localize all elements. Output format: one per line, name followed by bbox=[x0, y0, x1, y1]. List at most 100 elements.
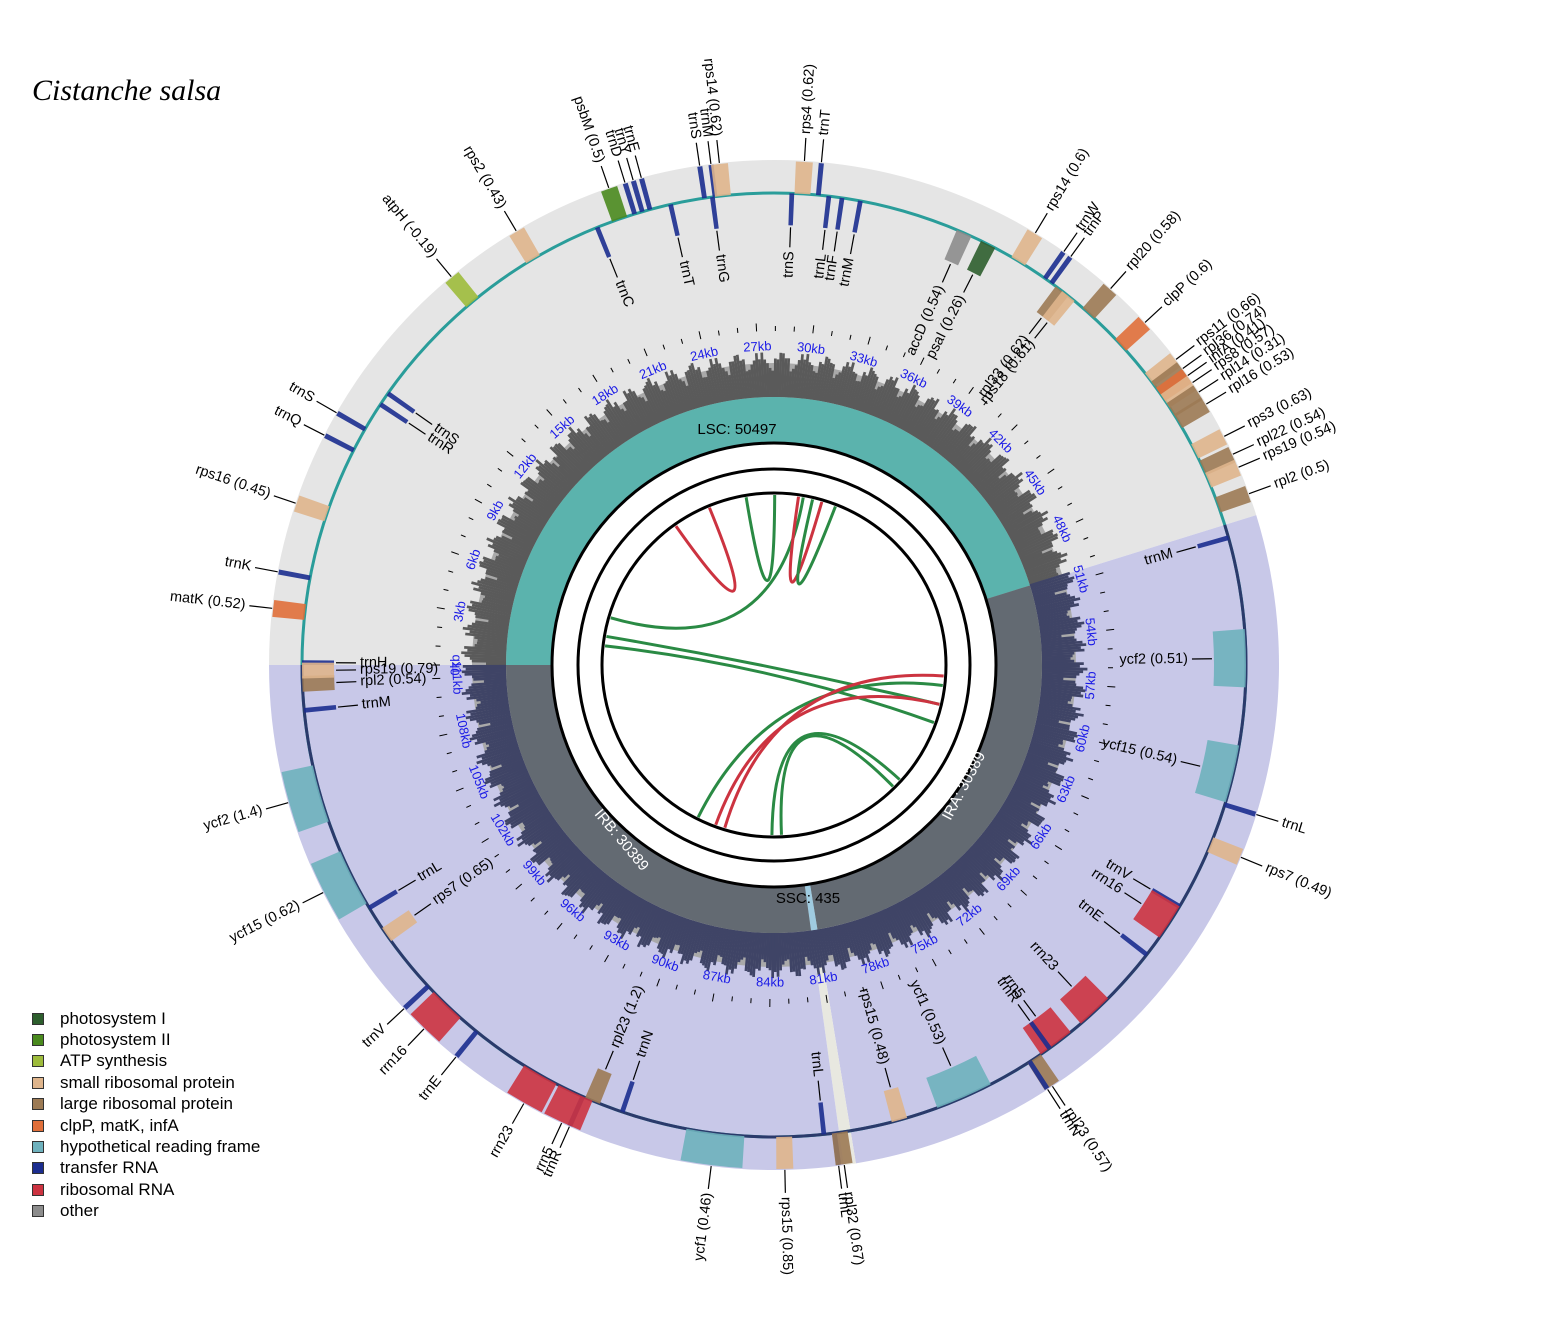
gene-block-72 bbox=[403, 984, 430, 1010]
legend-swatch bbox=[32, 1183, 44, 1196]
gc-bar-59 bbox=[514, 515, 542, 534]
gc-bar-89 bbox=[552, 445, 585, 478]
gc-bar-170 bbox=[748, 369, 754, 399]
gc-bar-309 bbox=[1015, 532, 1054, 552]
gc-bar-74 bbox=[526, 476, 562, 504]
gene-tick-73 bbox=[414, 903, 432, 916]
gc-bar-673 bbox=[489, 769, 529, 789]
gc-bar-339 bbox=[1037, 610, 1068, 619]
kb-label-18: 54kb bbox=[1082, 617, 1100, 647]
gc-bar-201 bbox=[822, 362, 833, 402]
gc-bar-50 bbox=[501, 535, 533, 552]
gc-bar-507 bbox=[847, 921, 862, 961]
gc-bar-670 bbox=[502, 775, 532, 792]
gc-bar-579 bbox=[669, 916, 685, 954]
gene-block-61 bbox=[831, 1131, 853, 1166]
gc-bar-323 bbox=[1028, 570, 1057, 583]
gc-bar-259 bbox=[944, 425, 974, 460]
legend-item: photosystem I bbox=[32, 1008, 260, 1029]
gc-bar-478 bbox=[909, 894, 933, 930]
gc-bar-634 bbox=[544, 845, 579, 877]
gc-bar-4 bbox=[461, 651, 507, 656]
kb-tick-74 bbox=[948, 949, 952, 955]
gc-bar-595 bbox=[634, 901, 651, 929]
repeat-ring-1 bbox=[576, 467, 972, 863]
gc-bar-349 bbox=[1040, 636, 1075, 642]
gc-bar-630 bbox=[556, 852, 585, 881]
gc-bar-549 bbox=[747, 931, 754, 973]
kb-tick-10 bbox=[486, 483, 492, 488]
legend-label: photosystem II bbox=[60, 1030, 171, 1050]
gene-tick-51 bbox=[1124, 892, 1142, 905]
gc-bar-405 bbox=[1020, 767, 1061, 787]
gc-bar-11 bbox=[465, 632, 508, 640]
gc-bar-100 bbox=[576, 428, 604, 460]
kb-tick-102 bbox=[481, 838, 489, 844]
gc-bar-403 bbox=[1022, 763, 1064, 782]
gc-bar-48 bbox=[493, 537, 531, 557]
gc-bar-8 bbox=[476, 641, 507, 647]
legend-label: clpP, matK, infA bbox=[60, 1115, 179, 1135]
gc-bar-305 bbox=[1011, 527, 1039, 544]
gc-bar-151 bbox=[697, 366, 710, 406]
gc-bar-645 bbox=[540, 826, 562, 844]
gene-label-75: ycf15 (0.62) bbox=[227, 897, 303, 946]
gene-label-44: rpl2 (0.5) bbox=[1272, 457, 1332, 492]
gene-tick-26 bbox=[941, 263, 952, 283]
gc-bar-640 bbox=[535, 835, 569, 864]
gene-tick-36 bbox=[1182, 354, 1202, 370]
kb-tick-37 bbox=[936, 368, 941, 374]
gc-bar-324 bbox=[1028, 572, 1059, 585]
gc-bar-75 bbox=[537, 481, 563, 502]
kb-tick-16 bbox=[562, 399, 567, 404]
gc-bar-58 bbox=[514, 518, 541, 536]
gc-bar-629 bbox=[562, 854, 587, 879]
gc-bar-197 bbox=[813, 361, 822, 401]
gc-bar-336 bbox=[1036, 601, 1075, 612]
gc-bar-40 bbox=[482, 556, 524, 574]
gc-bar-76 bbox=[538, 479, 565, 501]
gc-bar-704 bbox=[476, 699, 509, 707]
gc-bar-380 bbox=[1037, 711, 1076, 721]
gene-tick-61 bbox=[843, 1165, 849, 1188]
gc-bar-322 bbox=[1027, 567, 1057, 581]
gc-bar-118 bbox=[620, 408, 639, 436]
gc-bar-263 bbox=[951, 445, 971, 466]
gc-bar-377 bbox=[1038, 704, 1076, 713]
gene-block-5 bbox=[336, 411, 367, 432]
gc-bar-441 bbox=[976, 838, 1002, 862]
gc-bar-597 bbox=[626, 899, 647, 933]
gc-bar-559 bbox=[721, 928, 730, 965]
gc-bar-292 bbox=[996, 492, 1032, 518]
gc-bar-468 bbox=[929, 881, 952, 911]
gc-bar-85 bbox=[558, 465, 579, 485]
gc-bar-399 bbox=[1025, 754, 1049, 765]
legend-swatch bbox=[32, 1012, 44, 1025]
legend-item: ATP synthesis bbox=[32, 1051, 260, 1072]
legend-item: hypothetical reading frame bbox=[32, 1136, 260, 1157]
kb-label-19: 57kb bbox=[1082, 671, 1099, 700]
gene-block-58 bbox=[926, 1055, 991, 1108]
kb-tick-46 bbox=[1057, 486, 1063, 490]
gene-label-4: trnQ bbox=[272, 403, 304, 430]
gc-bar-216 bbox=[856, 367, 874, 411]
gc-bar-240 bbox=[907, 398, 931, 435]
gc-bar-596 bbox=[628, 900, 649, 935]
gc-bar-421 bbox=[1003, 800, 1042, 825]
gc-bar-134 bbox=[653, 381, 672, 419]
gc-bar-423 bbox=[1001, 804, 1029, 824]
kb-tick-79 bbox=[862, 986, 865, 992]
gene-block-74 bbox=[368, 889, 398, 910]
gc-bar-682 bbox=[481, 749, 521, 766]
gc-bar-428 bbox=[994, 814, 1030, 840]
gc-bar-453 bbox=[956, 859, 989, 894]
kb-tick-41 bbox=[997, 413, 1002, 418]
gc-bar-466 bbox=[933, 878, 954, 905]
gc-bar-123 bbox=[626, 392, 649, 430]
gc-bar-617 bbox=[578, 873, 608, 908]
gc-bar-244 bbox=[915, 408, 937, 440]
gc-bar-183 bbox=[780, 353, 785, 398]
kb-tick-92 bbox=[622, 963, 626, 969]
gc-bar-307 bbox=[1013, 532, 1042, 548]
gc-bar-60 bbox=[517, 514, 544, 532]
